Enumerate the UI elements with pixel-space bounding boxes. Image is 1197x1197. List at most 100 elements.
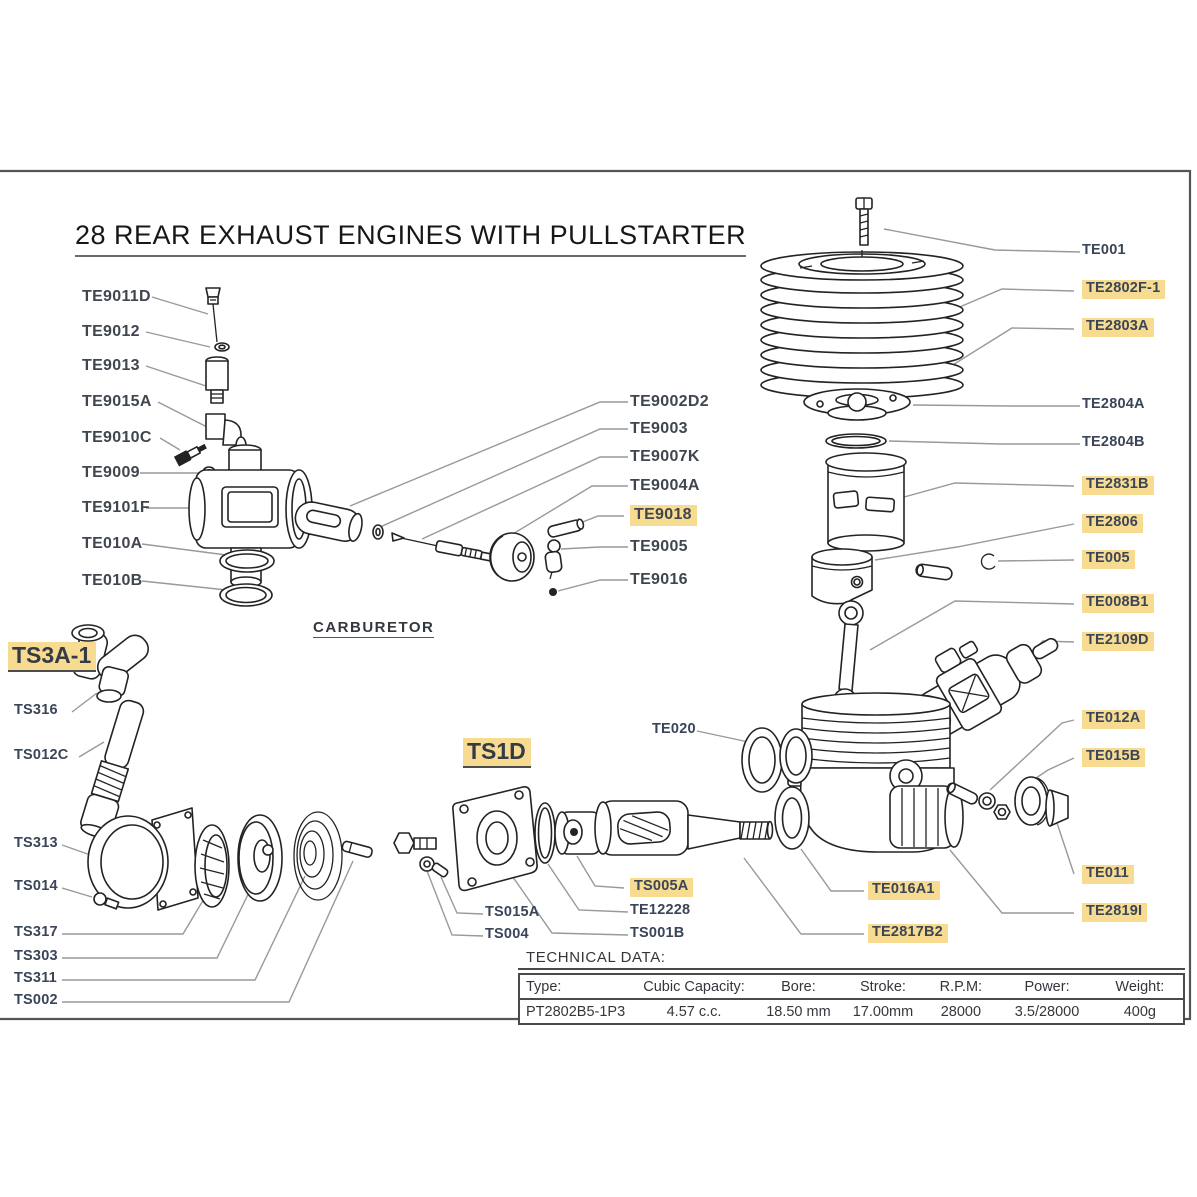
crankshaft — [594, 800, 774, 856]
technical-data-table: Type:Cubic Capacity:Bore:Stroke:R.P.M:Po… — [518, 973, 1185, 1025]
leader-line-te2831b — [885, 482, 1075, 503]
tech-value: 4.57 c.c. — [666, 1003, 722, 1020]
wrist-pin — [915, 563, 953, 581]
leader-line-te015b — [1032, 757, 1075, 781]
part-label-ts015a: TS015A — [485, 904, 540, 920]
carburetor-body — [188, 444, 313, 607]
part-label-te2804b: TE2804B — [1082, 434, 1145, 450]
leader-line-te016a1 — [800, 848, 864, 892]
leader-line-ts014 — [61, 887, 93, 898]
head-button-and-shim — [803, 388, 911, 449]
leader-line-te2804b — [888, 440, 1080, 445]
leader-line-te2806 — [874, 523, 1075, 561]
leader-line-te2819i — [949, 849, 1074, 914]
leader-line-te012a — [989, 719, 1075, 791]
leader-line-te9010c — [159, 437, 181, 451]
part-label-te2803a: TE2803A — [1082, 318, 1154, 337]
leader-line-te9005 — [560, 546, 628, 550]
pullstart-handle-group — [71, 624, 343, 911]
cylinder-sleeve — [825, 452, 907, 552]
part-label-ts311: TS311 — [14, 970, 57, 986]
tech-value: PT2802B5-1P3 — [526, 1003, 626, 1020]
part-label-te9012: TE9012 — [82, 323, 140, 340]
leader-line-ts316 — [71, 692, 98, 713]
cooling-head-fins — [760, 250, 964, 399]
part-label-te2806: TE2806 — [1082, 514, 1143, 533]
technical-data-header-row: Type:Cubic Capacity:Bore:Stroke:R.P.M:Po… — [520, 975, 1183, 1000]
part-label-ts005a: TS005A — [630, 878, 694, 897]
part-label-ts303: TS303 — [14, 948, 58, 964]
leader-line-te9002d2 — [349, 401, 628, 507]
tech-value: 17.00mm — [852, 1003, 914, 1020]
front-bearing — [774, 786, 810, 850]
exhaust-rings — [741, 727, 813, 793]
part-label-te2804a: TE2804A — [1082, 396, 1145, 412]
part-label-te9016: TE9016 — [630, 571, 688, 588]
part-label-te008b1: TE008B1 — [1082, 594, 1154, 613]
piston — [811, 548, 873, 605]
carburetor-caption: CARBURETOR — [313, 619, 435, 638]
part-label-ts001b: TS001B — [630, 925, 685, 941]
leader-lines — [61, 228, 1081, 1003]
tech-value: 400g — [1123, 1003, 1156, 1020]
part-label-te9010c: TE9010C — [82, 429, 152, 446]
rear-small-parts — [946, 776, 1069, 827]
part-label-ts317: TS317 — [14, 924, 58, 940]
leader-line-ts002 — [62, 860, 354, 1003]
part-label-te2109d: TE2109D — [1082, 632, 1154, 651]
tech-col-header: Stroke: — [860, 978, 906, 995]
leader-line-ts311 — [62, 875, 306, 981]
part-label-te010b: TE010B — [82, 572, 143, 589]
part-label-te010a: TE010A — [82, 535, 143, 552]
leader-line-te9016 — [557, 579, 628, 592]
part-label-te2817b2: TE2817B2 — [868, 924, 948, 943]
part-label-te020: TE020 — [652, 721, 696, 737]
leader-line-te2817b2 — [743, 857, 864, 935]
leader-line-te010a — [141, 543, 235, 557]
backplate-assembly — [341, 786, 601, 892]
leader-line-te9003 — [379, 428, 628, 528]
leader-line-te011 — [1056, 822, 1075, 875]
part-label-te9101f: TE9101F — [82, 499, 150, 516]
tech-col-header: Power: — [1024, 978, 1070, 995]
part-label-te2819i: TE2819I — [1082, 903, 1148, 922]
leader-line-te9012 — [145, 331, 211, 348]
leader-line-ts303 — [62, 875, 258, 959]
leader-line-te9013 — [145, 365, 207, 387]
part-label-te9004a: TE9004A — [630, 477, 700, 494]
tech-col-header: Weight: — [1115, 978, 1165, 995]
leader-line-te9007k — [421, 456, 628, 540]
part-label-ts3a-1: TS3A-1 — [8, 642, 97, 673]
part-label-te015b: TE015B — [1082, 748, 1146, 767]
part-label-ts316: TS316 — [14, 702, 58, 718]
part-label-te9007k: TE9007K — [630, 448, 700, 465]
part-label-ts002: TS002 — [14, 992, 58, 1008]
leader-line-te12228 — [547, 863, 629, 913]
part-label-te2802f-1: TE2802F-1 — [1082, 280, 1166, 299]
tech-value: 3.5/28000 — [1014, 1003, 1080, 1020]
leader-line-te008b1 — [869, 600, 1075, 651]
page-title: 28 REAR EXHAUST ENGINES WITH PULLSTARTER — [75, 220, 747, 257]
tech-col-header: Type: — [526, 978, 562, 995]
part-label-te001: TE001 — [1082, 242, 1126, 258]
tech-value: 28000 — [940, 1003, 982, 1020]
part-label-ts004: TS004 — [485, 926, 529, 942]
part-label-ts012c: TS012C — [14, 747, 69, 763]
leader-line-ts015a — [440, 876, 484, 915]
crankcase — [787, 692, 964, 853]
throttle-parts — [294, 501, 585, 596]
part-label-te9005: TE9005 — [630, 538, 688, 555]
leader-line-te005 — [997, 559, 1075, 562]
tech-value: 18.50 mm — [766, 1003, 831, 1020]
part-label-ts014: TS014 — [14, 878, 58, 894]
part-label-te9013: TE9013 — [82, 357, 140, 374]
leader-line-ts005a — [576, 855, 625, 889]
part-label-te12228: TE12228 — [630, 902, 691, 918]
part-label-te016a1: TE016A1 — [868, 881, 940, 900]
leader-line-ts004 — [421, 857, 484, 937]
tech-col-header: R.P.M: — [939, 978, 983, 995]
circlip — [980, 553, 996, 570]
technical-data-heading: TECHNICAL DATA: — [518, 949, 1185, 970]
leader-line-te9015a — [157, 401, 208, 428]
